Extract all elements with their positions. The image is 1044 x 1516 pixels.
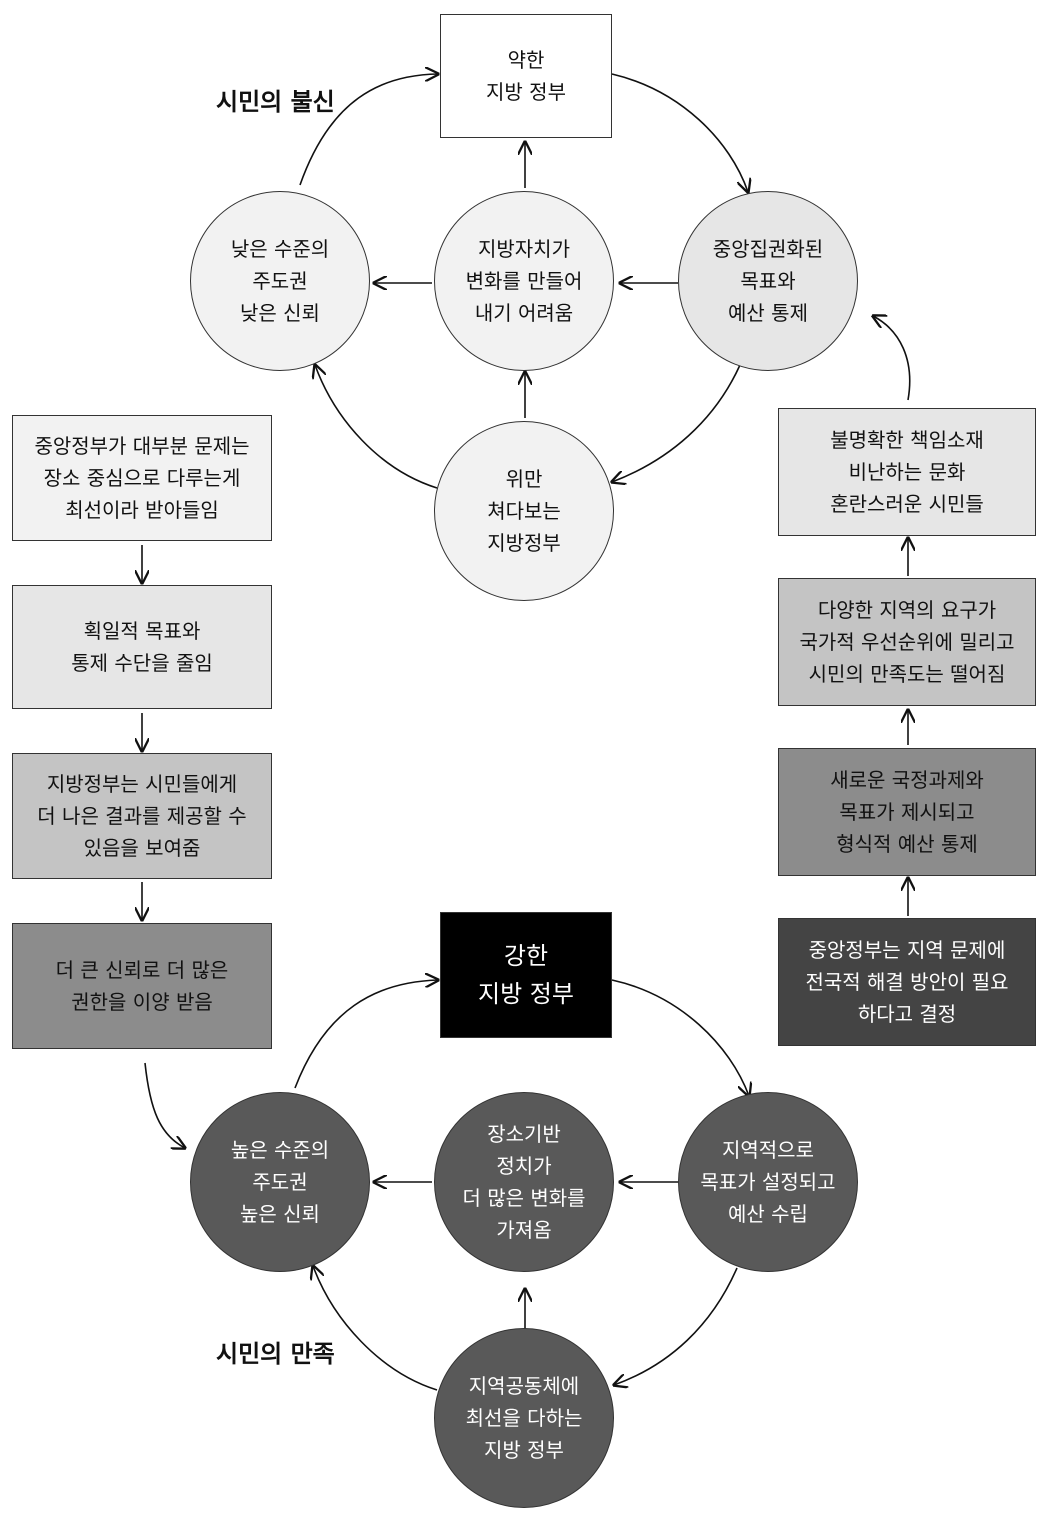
local-targets-circle: 지역적으로 목표가 설정되고 예산 수립 [678, 1092, 858, 1272]
right-chain-box-1: 불명확한 책임소재 비난하는 문화 혼란스러운 시민들 [778, 408, 1036, 536]
arrow-weak-top-to-right [611, 73, 748, 192]
left-chain-box-1: 중앙정부가 대부분 문제는 장소 중심으로 다루는게 최선이라 받아들임 [12, 415, 272, 541]
right-chain-box-3: 새로운 국정과제와 목표가 제시되고 형식적 예산 통제 [778, 748, 1036, 876]
arrow-weak-bottom-to-left [315, 365, 438, 489]
community-focused-text: 지역공동체에 최선을 다하는 지방 정부 [465, 1374, 583, 1462]
satisfaction-label: 시민의 만족 [216, 1340, 335, 1368]
left-chain-text-4: 더 큰 신뢰로 더 많은 권한을 이양 받음 [55, 958, 229, 1014]
left-chain-text-2: 획일적 목표와 통제 수단을 줄임 [71, 619, 213, 675]
low-trust-circle: 낮은 수준의 주도권 낮은 신뢰 [190, 191, 370, 371]
right-chain-box-2: 다양한 지역의 요구가 국가적 우선순위에 밀리고 시민의 만족도는 떨어짐 [778, 578, 1036, 706]
community-focused-circle: 지역공동체에 최선을 다하는 지방 정부 [434, 1328, 614, 1508]
right-chain-text-4: 중앙정부는 지역 문제에 전국적 해결 방안이 필요 하다고 결정 [805, 938, 1009, 1026]
arrow-weak-right-to-bottom [612, 364, 741, 482]
left-chain-box-3: 지방정부는 시민들에게 더 나은 결과를 제공할 수 있음을 보여줌 [12, 753, 272, 879]
upward-looking-text: 위만 쳐다보는 지방정부 [487, 467, 561, 555]
centralized-targets-circle: 중앙집권화된 목표와 예산 통제 [678, 191, 858, 371]
arrow-strong-left-to-top [294, 980, 438, 1089]
arrow-strong-top-to-right [611, 979, 749, 1096]
hard-to-change-text: 지방자치가 변화를 만들어 내기 어려움 [465, 237, 583, 325]
right-chain-box-4: 중앙정부는 지역 문제에 전국적 해결 방안이 필요 하다고 결정 [778, 918, 1036, 1046]
distrust-label: 시민의 불신 [216, 88, 335, 116]
left-chain-text-3: 지방정부는 시민들에게 더 나은 결과를 제공할 수 있음을 보여줌 [37, 772, 247, 860]
arrow-strong-bottom-to-left [313, 1266, 438, 1391]
left-chain-box-4: 더 큰 신뢰로 더 많은 권한을 이양 받음 [12, 923, 272, 1049]
centralized-targets-text: 중앙집권화된 목표와 예산 통제 [712, 237, 824, 325]
place-based-politics-circle: 장소기반 정치가 더 많은 변화를 가져옴 [434, 1092, 614, 1272]
arrow-left-chain-to-strong-left [144, 1062, 185, 1148]
place-based-politics-text: 장소기반 정치가 더 많은 변화를 가져옴 [462, 1122, 586, 1242]
strong-government-text: 강한 지방 정부 [478, 942, 574, 1008]
local-targets-text: 지역적으로 목표가 설정되고 예산 수립 [700, 1138, 836, 1226]
right-chain-text-2: 다양한 지역의 요구가 국가적 우선순위에 밀리고 시민의 만족도는 떨어짐 [799, 598, 1015, 686]
strong-government-box: 강한 지방 정부 [440, 912, 612, 1038]
high-trust-circle: 높은 수준의 주도권 높은 신뢰 [190, 1092, 370, 1272]
arrow-right-chain-to-weak-right [873, 316, 911, 401]
left-chain-text-1: 중앙정부가 대부분 문제는 장소 중심으로 다루는게 최선이라 받아들임 [34, 434, 250, 522]
hard-to-change-circle: 지방자치가 변화를 만들어 내기 어려움 [434, 191, 614, 371]
arrow-weak-left-to-top [299, 74, 438, 186]
high-trust-text: 높은 수준의 주도권 높은 신뢰 [230, 1138, 330, 1226]
right-chain-text-1: 불명확한 책임소재 비난하는 문화 혼란스러운 시민들 [830, 428, 984, 516]
weak-government-text: 약한 지방 정부 [486, 48, 566, 104]
upward-looking-circle: 위만 쳐다보는 지방정부 [434, 421, 614, 601]
arrow-strong-right-to-bottom [614, 1267, 738, 1385]
weak-government-box: 약한 지방 정부 [440, 14, 612, 138]
right-chain-text-3: 새로운 국정과제와 목표가 제시되고 형식적 예산 통제 [830, 768, 984, 856]
left-chain-box-2: 획일적 목표와 통제 수단을 줄임 [12, 585, 272, 709]
low-trust-text: 낮은 수준의 주도권 낮은 신뢰 [230, 237, 330, 325]
